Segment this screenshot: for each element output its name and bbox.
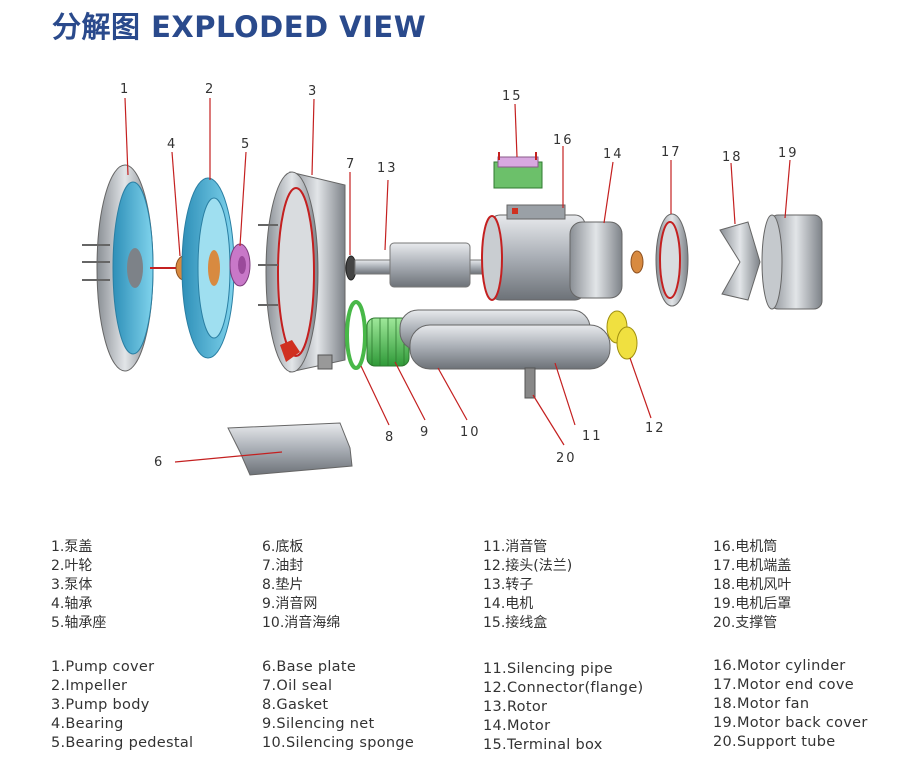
legend-cn-col-2: 6.底板 7.油封 8.垫片 9.消音网 10.消音海绵 <box>262 538 340 633</box>
part-bearing-pedestal <box>229 243 251 287</box>
part-base-plate <box>227 422 353 476</box>
callout-6: 6 <box>154 455 164 470</box>
legend-item: 16.电机筒 <box>713 539 778 555</box>
legend-item: 19.电机后罩 <box>713 596 792 612</box>
legend-item: 19.Motor back cover <box>713 715 868 731</box>
part-pump-cover <box>82 164 154 372</box>
legend-item: 15.接线盒 <box>483 615 548 631</box>
callout-9: 9 <box>420 425 430 440</box>
legend-item: 12.接头(法兰) <box>483 558 573 574</box>
callout-1: 1 <box>120 82 130 97</box>
legend-item: 15.Terminal box <box>483 737 603 753</box>
callout-11: 11 <box>582 429 603 444</box>
callout-3: 3 <box>308 84 318 99</box>
legend-item: 4.Bearing <box>51 716 124 732</box>
legend-item: 5.轴承座 <box>51 615 107 631</box>
legend-item: 1.泵盖 <box>51 539 93 555</box>
legend-cn-col-4: 16.电机筒 17.电机端盖 18.电机风叶 19.电机后罩 20.支撑管 <box>713 538 791 633</box>
legend-item: 10.Silencing sponge <box>262 735 415 751</box>
part-motor-fan <box>719 221 761 301</box>
callout-8: 8 <box>385 430 395 445</box>
legend-item: 2.Impeller <box>51 678 128 694</box>
callout-12: 12 <box>645 421 666 436</box>
callout-19: 19 <box>778 146 799 161</box>
callout-numbers: 1 2 3 4 5 6 7 8 9 10 11 12 13 14 15 16 1… <box>120 82 799 470</box>
legend-item: 4.轴承 <box>51 596 93 612</box>
legend-item: 14.Motor <box>483 718 551 734</box>
leader-lines <box>124 97 791 463</box>
legend-item: 2.叶轮 <box>51 558 93 574</box>
callout-20: 20 <box>556 451 577 466</box>
callout-2: 2 <box>205 82 215 97</box>
callout-7: 7 <box>346 157 356 172</box>
legend-item: 18.电机风叶 <box>713 577 792 593</box>
part-silencing-pipe <box>399 309 611 399</box>
legend-item: 17.电机端盖 <box>713 558 792 574</box>
legend-item: 14.电机 <box>483 596 534 612</box>
legend-item: 3.泵体 <box>51 577 93 593</box>
part-impeller <box>181 177 235 359</box>
legend-item: 9.Silencing net <box>262 716 375 732</box>
part-rotor <box>354 242 501 288</box>
legend-item: 7.Oil seal <box>262 678 333 694</box>
callout-13: 13 <box>377 161 398 176</box>
legend-item: 13.Rotor <box>483 699 548 715</box>
legend-item: 12.Connector(flange) <box>483 680 644 696</box>
legend-item: 16.Motor cylinder <box>713 658 846 674</box>
part-silencing-net <box>366 317 410 367</box>
legend-en-col-4: 16.Motor cylinder 17.Motor end cove 18.M… <box>713 657 868 752</box>
legend-cn-col-3: 11.消音管 12.接头(法兰) 13.转子 14.电机 15.接线盒 <box>483 538 572 633</box>
part-connector-flange <box>606 310 638 360</box>
part-motor-end-cover <box>630 213 689 307</box>
legend-item: 18.Motor fan <box>713 696 810 712</box>
legend-item: 20.支撑管 <box>713 615 778 631</box>
legend-item: 10.消音海绵 <box>262 615 341 631</box>
legend-item: 3.Pump body <box>51 697 150 713</box>
part-motor-back-cover <box>761 214 823 310</box>
legend-en-col-3: 11.Silencing pipe 12.Connector(flange) 1… <box>483 660 644 755</box>
callout-16: 16 <box>553 133 574 148</box>
legend-item: 9.消音网 <box>262 596 318 612</box>
legend-item: 6.Base plate <box>262 659 357 675</box>
legend-item: 8.Gasket <box>262 697 329 713</box>
legend-en-col-2: 6.Base plate 7.Oil seal 8.Gasket 9.Silen… <box>262 658 414 753</box>
legend-item: 8.垫片 <box>262 577 304 593</box>
legend-item: 20.Support tube <box>713 734 836 750</box>
callout-18: 18 <box>722 150 743 165</box>
callout-14: 14 <box>603 147 624 162</box>
part-motor <box>481 204 623 301</box>
part-gasket <box>345 300 367 370</box>
legend-cn-col-1: 1.泵盖 2.叶轮 3.泵体 4.轴承 5.轴承座 <box>51 538 106 633</box>
legend-en-col-1: 1.Pump cover 2.Impeller 3.Pump body 4.Be… <box>51 658 193 753</box>
callout-17: 17 <box>661 145 682 160</box>
legend-item: 11.Silencing pipe <box>483 661 613 677</box>
part-terminal-box <box>493 152 543 189</box>
part-pump-body <box>258 171 346 373</box>
legend-item: 11.消音管 <box>483 539 548 555</box>
callout-15: 15 <box>502 89 523 104</box>
legend-item: 6.底板 <box>262 539 304 555</box>
legend-item: 17.Motor end cove <box>713 677 854 693</box>
callout-5: 5 <box>241 137 251 152</box>
legend-item: 13.转子 <box>483 577 534 593</box>
callout-10: 10 <box>460 425 481 440</box>
legend-item: 1.Pump cover <box>51 659 155 675</box>
page-title: 分解图 EXPLODED VIEW <box>52 10 427 44</box>
legend-item: 5.Bearing pedestal <box>51 735 194 751</box>
callout-4: 4 <box>167 137 177 152</box>
legend-item: 7.油封 <box>262 558 304 574</box>
